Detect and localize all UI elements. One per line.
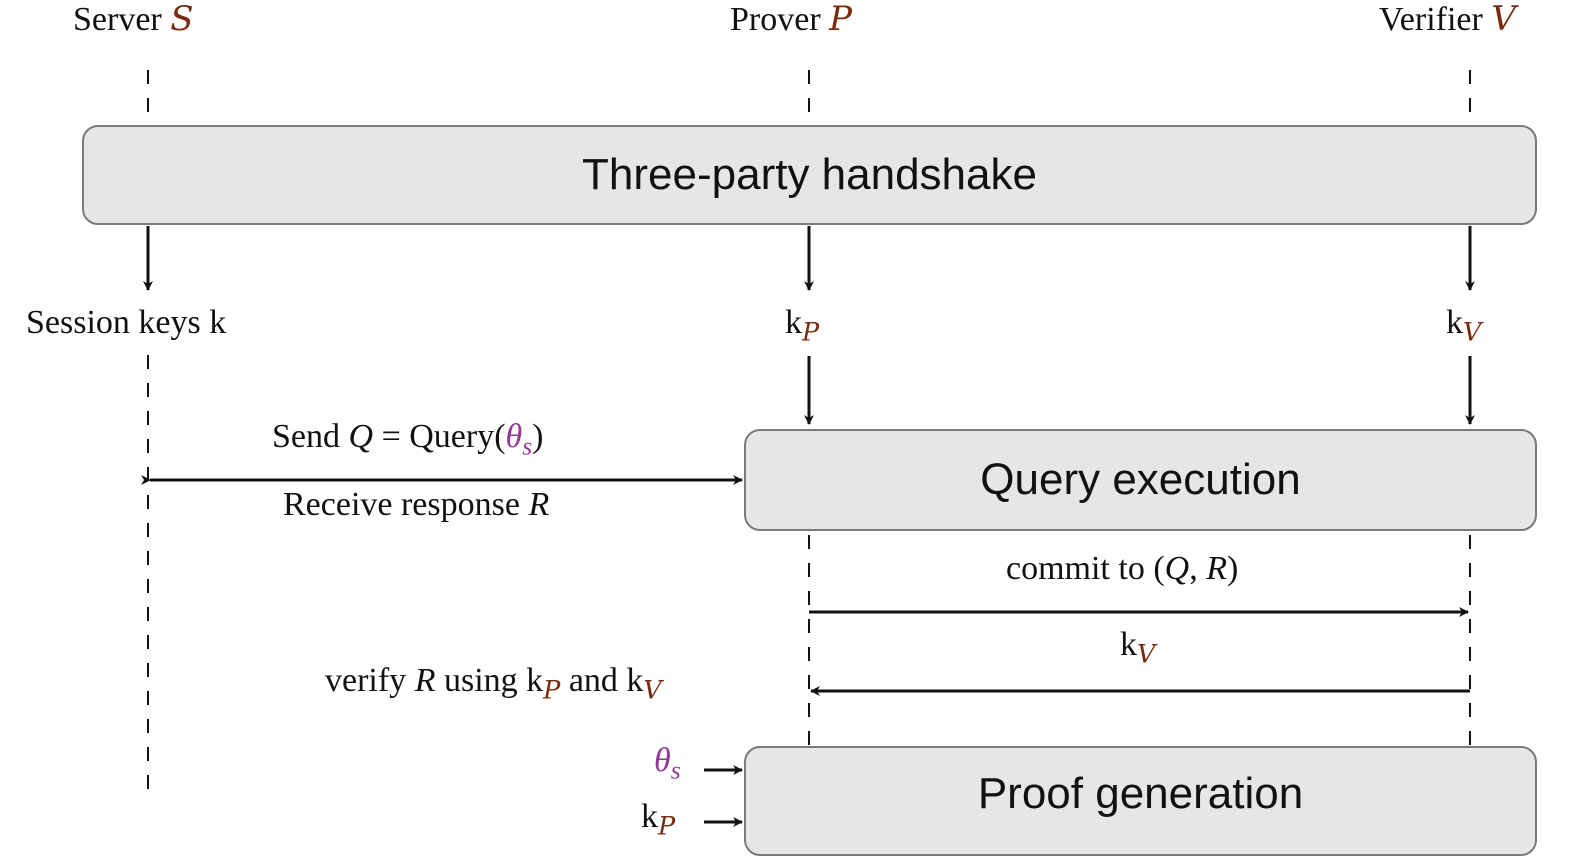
verify-label: verify R using kP and kV: [325, 664, 662, 704]
party-name: Prover: [730, 1, 821, 38]
party-name: Server: [73, 1, 162, 38]
theta-symbol: θ: [654, 742, 671, 779]
verify-using: using: [443, 662, 518, 699]
party-symbol: S: [170, 0, 194, 39]
prover-key-label: kP: [785, 306, 819, 346]
key-k: k: [526, 662, 544, 699]
commit-comma: ,: [1189, 550, 1207, 587]
key-subscript: P: [543, 675, 561, 706]
key-k: k: [641, 798, 658, 835]
theta-subscript: s: [522, 431, 533, 461]
key-k: k: [626, 662, 644, 699]
proof-generation-label: Proof generation: [977, 769, 1304, 818]
session-keys-label: Session keys k: [26, 306, 226, 340]
theta-subscript: s: [670, 755, 681, 785]
receive-response-label: Receive response R: [283, 488, 549, 522]
verify-text: verify: [325, 662, 407, 699]
handshake-box: Three-party handshake: [82, 125, 1537, 225]
verifier-key-reveal-label: kV: [1120, 628, 1155, 668]
commit-q: Q: [1164, 550, 1190, 587]
session-keys-text: Session keys k: [26, 304, 227, 341]
query-execution-box: Query execution: [744, 429, 1537, 531]
party-prover: Prover P: [730, 2, 852, 37]
theta-input-label: θs: [654, 744, 681, 783]
diagram-lines: [141, 70, 1475, 827]
query-execution-label: Query execution: [980, 455, 1301, 504]
prover-key-input-label: kP: [641, 800, 675, 840]
response-var: R: [528, 486, 550, 523]
key-subscript: P: [658, 811, 676, 842]
query-var: Q: [348, 418, 374, 455]
key-k: k: [1120, 626, 1137, 663]
commit-r: R: [1206, 550, 1227, 587]
party-server: Server S: [73, 2, 194, 37]
key-subscript: V: [643, 675, 662, 706]
send-text: Send: [272, 418, 340, 455]
party-symbol: V: [1491, 0, 1516, 39]
verify-r: R: [414, 662, 436, 699]
verifier-key-label: kV: [1446, 306, 1481, 346]
key-k: k: [1446, 304, 1463, 341]
theta-symbol: θ: [505, 418, 523, 455]
query-eq: = Query(: [381, 418, 506, 455]
handshake-label: Three-party handshake: [582, 150, 1037, 199]
party-verifier: Verifier V: [1379, 2, 1516, 37]
party-name: Verifier: [1379, 1, 1483, 38]
key-subscript: P: [802, 317, 820, 348]
paren-close: ): [532, 418, 544, 455]
receive-text: Receive response: [283, 486, 520, 523]
proof-generation-box: Proof generation: [744, 746, 1537, 856]
commit-label: commit to (Q, R): [1006, 552, 1238, 586]
send-query-label: Send Q = Query(θs): [272, 420, 544, 459]
commit-close: ): [1227, 550, 1239, 587]
party-symbol: P: [829, 0, 853, 39]
key-subscript: V: [1463, 317, 1482, 348]
commit-text: commit to (: [1006, 550, 1165, 587]
key-subscript: V: [1137, 639, 1156, 670]
key-k: k: [785, 304, 802, 341]
verify-and: and: [568, 662, 618, 699]
